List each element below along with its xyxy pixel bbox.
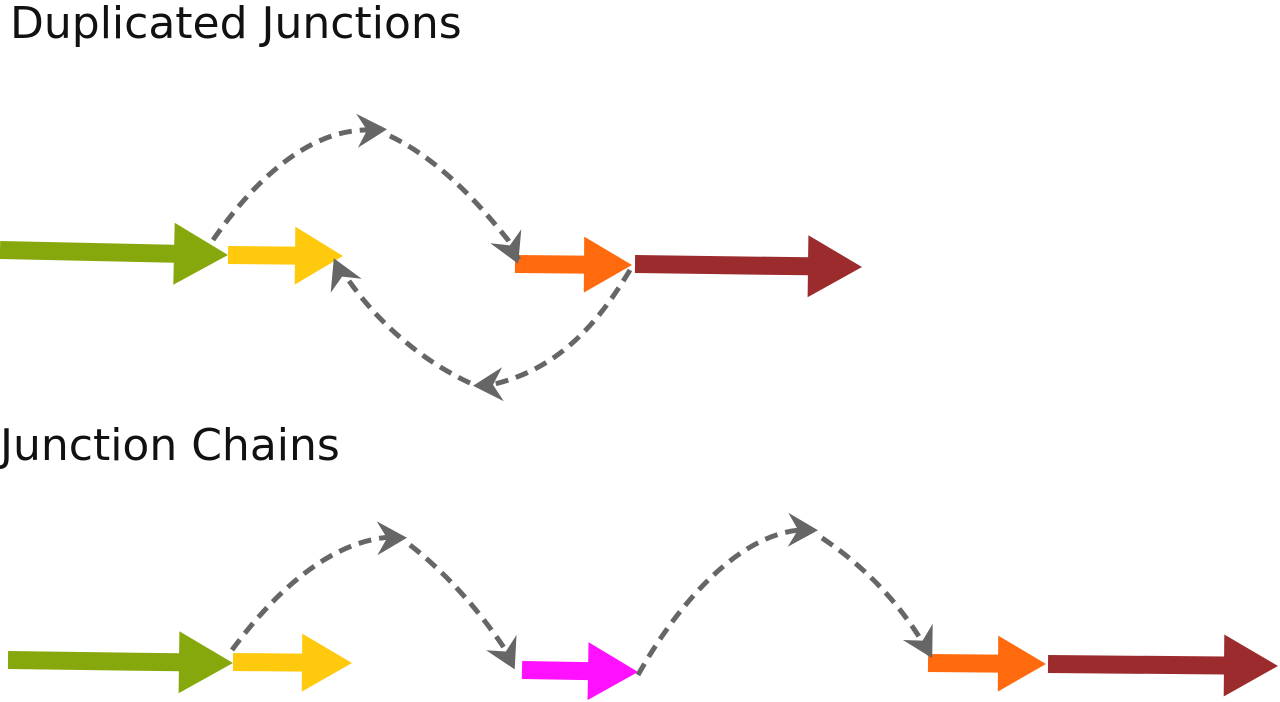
arrowhead-icon-top-2 [490, 229, 522, 264]
darkred-segment-arrow-top [634, 235, 862, 298]
arrowhead-icon-bottom-1 [376, 521, 407, 556]
junction-connector-top-2b [342, 273, 472, 386]
junction-connector-top-1a [210, 127, 373, 242]
junction-chains-title: Junction Chains [0, 420, 340, 471]
orange-segment-arrow-top [514, 236, 632, 293]
junction-connector-top-2a [489, 268, 633, 388]
arrowhead-icon-bottom-4 [902, 623, 933, 659]
arrowhead-icon-top-1 [356, 113, 387, 148]
junction-connectors [210, 113, 933, 677]
arrowhead-icon-top-4 [330, 258, 362, 293]
junction-connector-bottom-1a [229, 534, 393, 652]
segment-arrows [0, 222, 1278, 701]
junction-connector-bottom-1b [408, 543, 515, 662]
junction-connector-bottom-2a [635, 527, 801, 677]
arrowhead-icon-top-3 [473, 367, 504, 402]
duplicated-junctions-title: Duplicated Junctions [10, 0, 462, 49]
arrowhead-icon-bottom-2 [486, 635, 517, 670]
arrowhead-icon-bottom-3 [787, 512, 818, 547]
yellow-segment-arrow-bottom [232, 633, 352, 692]
darkred-segment-arrow-bottom [1047, 634, 1278, 697]
green-segment-arrow-bottom [7, 631, 234, 694]
yellow-segment-arrow-top [227, 226, 343, 285]
junction-connector-bottom-2b [820, 535, 933, 657]
green-segment-arrow-top [0, 222, 228, 285]
magenta-segment-arrow-bottom [521, 642, 638, 701]
orange-segment-arrow-bottom [927, 635, 1046, 692]
junction-connector-top-1b [388, 133, 523, 264]
